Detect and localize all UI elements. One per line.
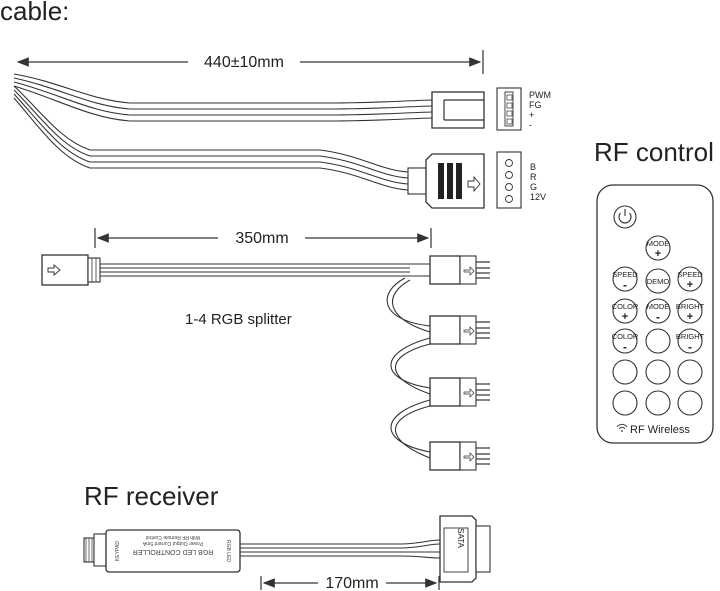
- color-plus-button[interactable]: COLOR +: [612, 298, 639, 324]
- blank-button[interactable]: [645, 390, 671, 416]
- pin-pwm: PWM: [529, 90, 551, 100]
- splitter-input-connector: [41, 254, 101, 286]
- mode-minus-sign: -: [656, 310, 660, 324]
- rf-wireless-label: RF Wireless: [630, 424, 690, 436]
- cable-wires: [13, 73, 433, 191]
- splitter-label: 1-4 RGB splitter: [185, 311, 292, 328]
- blank-button[interactable]: [677, 390, 703, 416]
- mode-plus-label: MODE: [647, 239, 670, 248]
- arrow-right-icon: [467, 175, 481, 193]
- rgb-connector: B R G 12V: [407, 151, 546, 209]
- splitter-output-2: [429, 315, 490, 345]
- blank-button[interactable]: [612, 359, 638, 385]
- bright-plus-sign: +: [687, 311, 693, 323]
- blank-button[interactable]: [645, 359, 671, 385]
- color-minus-sign: -: [623, 340, 627, 354]
- blank-button[interactable]: [645, 328, 671, 354]
- receiver-end-right: RGB LED: [225, 540, 231, 562]
- pin-b: B: [530, 162, 536, 172]
- mode-plus-sign: +: [655, 248, 661, 260]
- speed-minus-label: SPEED: [612, 270, 638, 279]
- speed-plus-button[interactable]: SPEED +: [677, 266, 703, 292]
- color-minus-label: COLOR: [612, 332, 639, 341]
- rf-receiver-title: RF receiver: [84, 481, 219, 511]
- pin-r: R: [530, 172, 537, 182]
- power-button[interactable]: [613, 205, 637, 229]
- bright-plus-label: BRIGHT: [676, 302, 705, 311]
- speed-plus-label: SPEED: [677, 270, 703, 279]
- mode-minus-label: MODE: [647, 302, 670, 311]
- splitter-output-3: [429, 377, 490, 407]
- mode-minus-button[interactable]: MODE -: [645, 298, 671, 324]
- demo-button[interactable]: DEMO: [645, 268, 671, 294]
- arrow-left-icon: [47, 264, 61, 276]
- blank-button[interactable]: [677, 359, 703, 385]
- power-icon: [618, 212, 632, 224]
- pin-12v: 12V: [530, 192, 546, 202]
- pin-g: G: [530, 182, 537, 192]
- bright-minus-label: BRIGHT: [676, 332, 705, 341]
- color-plus-sign: +: [622, 311, 628, 323]
- demo-label: DEMO: [647, 277, 670, 286]
- cable-dimension: 440±10mm: [16, 50, 484, 74]
- receiver-body-label: RGB LED CONTROLLER: [133, 548, 214, 555]
- splitter-dimension: 350mm: [94, 228, 432, 248]
- blank-button[interactable]: [612, 390, 638, 416]
- bright-minus-sign: -: [688, 340, 692, 354]
- splitter-wires: [100, 263, 431, 459]
- receiver-end-left: KEYPAD: [115, 541, 121, 561]
- rf-control-title: RF control: [594, 137, 714, 167]
- bright-plus-button[interactable]: BRIGHT +: [676, 298, 705, 324]
- pin-minus: -: [529, 120, 532, 130]
- pin-plus: +: [529, 110, 534, 120]
- cable-heading: cable:: [0, 0, 69, 26]
- speed-plus-sign: +: [687, 279, 693, 291]
- speed-minus-sign: -: [623, 278, 627, 292]
- color-plus-label: COLOR: [612, 302, 639, 311]
- bright-minus-button[interactable]: BRIGHT -: [676, 328, 705, 354]
- splitter-output-1: [429, 255, 490, 285]
- fan-connector: PWM FG + -: [431, 87, 551, 131]
- receiver-dimension: 170mm: [260, 575, 440, 591]
- wifi-icon: [616, 423, 628, 432]
- receiver-sub-label-2: With RF Remote Control: [146, 534, 200, 540]
- splitter-output-4: [429, 441, 490, 471]
- rf-remote: MODE + SPEED - DEMO SPEED + COLOR + MODE…: [596, 184, 714, 444]
- sata-label: SATA: [456, 528, 465, 548]
- pin-fg: FG: [529, 100, 542, 110]
- speed-minus-button[interactable]: SPEED -: [612, 266, 638, 292]
- splitter-length-label: 350mm: [235, 230, 288, 247]
- receiver-sub-label: Power Output Current 5mA: [142, 540, 203, 546]
- mode-plus-button[interactable]: MODE +: [645, 235, 671, 261]
- receiver-length-label: 170mm: [325, 575, 378, 591]
- cable-length-label: 440±10mm: [204, 54, 284, 71]
- rf-receiver: RGB LED CONTROLLER Power Output Current …: [83, 515, 491, 583]
- color-minus-button[interactable]: COLOR -: [612, 328, 639, 354]
